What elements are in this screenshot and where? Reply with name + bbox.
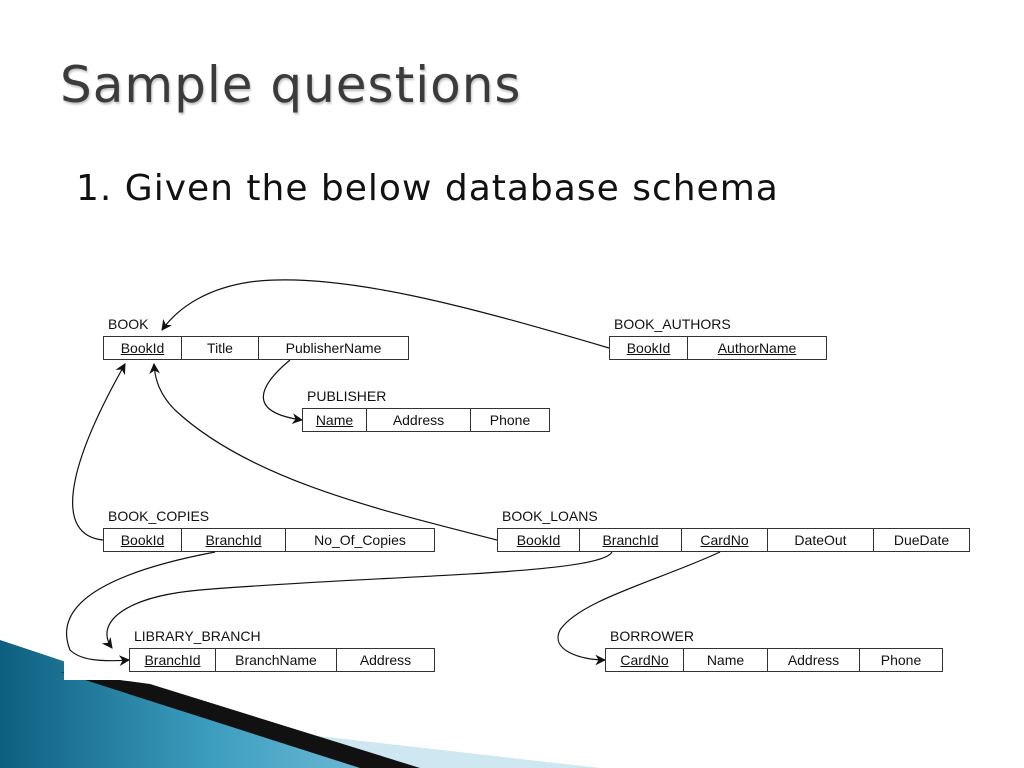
borrower-col-phone: Phone xyxy=(880,652,922,668)
table-book-loans: BookId BranchId CardNo DateOut DueDate xyxy=(497,528,970,552)
book-loans-col-cardno: CardNo xyxy=(682,529,768,551)
table-borrower: CardNo Name Address Phone xyxy=(605,648,943,672)
book-col-publishername: PublisherName xyxy=(285,340,382,356)
table-book: BookId Title PublisherName xyxy=(103,336,409,360)
book-loans-col-dateout: DateOut xyxy=(768,529,874,551)
book-copies-col-branchid: BranchId xyxy=(182,529,286,551)
library-branch-col-branchname: BranchName xyxy=(216,649,337,671)
book-copies-col-no-of-copies: No_Of_Copies xyxy=(314,532,406,548)
book-loans-col-duedate: DueDate xyxy=(893,532,950,548)
ribbon-blue xyxy=(0,640,420,768)
table-label-library-branch: LIBRARY_BRANCH xyxy=(134,628,261,644)
library-branch-col-branchid: BranchId xyxy=(130,649,216,671)
table-label-book: BOOK xyxy=(108,316,149,332)
slide-bullet-question: 1. Given the below database schema xyxy=(76,168,779,209)
book-loans-col-branchid: BranchId xyxy=(580,529,682,551)
book-col-bookid: BookId xyxy=(104,337,182,359)
publisher-col-name: Name xyxy=(303,409,367,431)
book-loans-col-bookid: BookId xyxy=(498,529,580,551)
table-publisher: Name Address Phone xyxy=(302,408,550,432)
slide-title: Sample questions xyxy=(60,56,522,114)
borrower-col-address: Address xyxy=(768,649,860,671)
table-label-book-loans: BOOK_LOANS xyxy=(502,508,598,524)
borrower-col-name: Name xyxy=(684,649,768,671)
diagram-background xyxy=(64,270,984,680)
book-col-title: Title xyxy=(182,337,259,359)
publisher-col-phone: Phone xyxy=(489,412,531,428)
table-label-borrower: BORROWER xyxy=(610,628,694,644)
publisher-col-address: Address xyxy=(367,409,471,431)
table-book-authors: BookId AuthorName xyxy=(609,336,827,360)
table-book-copies: BookId BranchId No_Of_Copies xyxy=(103,528,435,552)
library-branch-col-address: Address xyxy=(359,652,412,668)
book-authors-col-bookid: BookId xyxy=(610,337,688,359)
table-label-book-copies: BOOK_COPIES xyxy=(108,508,210,524)
book-copies-col-bookid: BookId xyxy=(104,529,182,551)
table-library-branch: BranchId BranchName Address xyxy=(129,648,435,672)
book-authors-col-authorname: AuthorName xyxy=(717,340,797,356)
ribbon-black xyxy=(60,672,420,768)
borrower-col-cardno: CardNo xyxy=(606,649,684,671)
table-label-book-authors: BOOK_AUTHORS xyxy=(614,316,731,332)
table-label-publisher: PUBLISHER xyxy=(307,388,387,404)
